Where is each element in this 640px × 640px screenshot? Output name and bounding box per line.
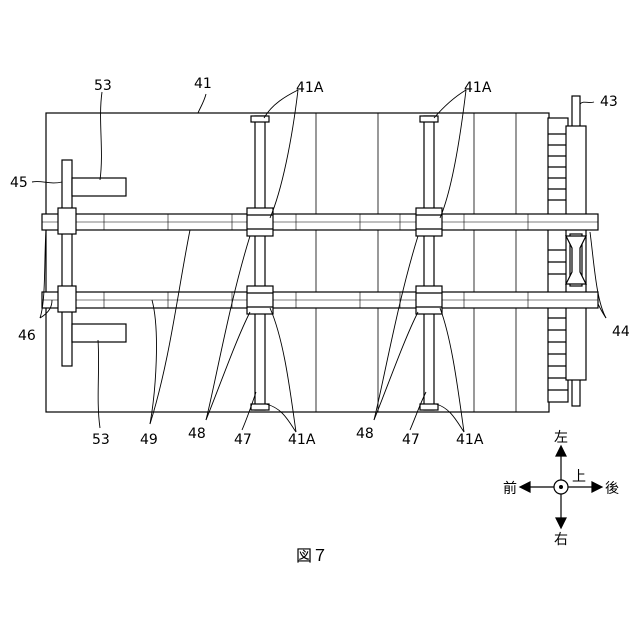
compass-up-label: 上 (572, 469, 586, 485)
figure-caption: 図７ (296, 546, 328, 565)
label-46: 46 (18, 328, 36, 344)
label-43: 43 (600, 94, 618, 110)
label-41A-top-right: 41A (464, 80, 492, 96)
bracket-53-bottom (72, 324, 126, 342)
label-41A-bottom-left: 41A (288, 432, 316, 448)
label-47-left: 47 (234, 432, 252, 448)
label-53-top: 53 (94, 78, 112, 94)
label-41A-bottom-right: 41A (456, 432, 484, 448)
frame-41 (46, 113, 549, 412)
ladder-structure (548, 118, 568, 402)
compass-left-label: 左 (554, 430, 568, 446)
compass-right-label: 右 (554, 532, 568, 548)
conveyor-chain-lower (42, 292, 598, 308)
compass-back-label: 後 (605, 481, 619, 497)
label-44: 44 (612, 324, 630, 340)
label-49: 49 (140, 432, 158, 448)
label-48-left: 48 (188, 426, 206, 442)
bracket-53-top (72, 178, 126, 196)
conveyor-chain-upper (42, 214, 598, 230)
label-41: 41 (194, 76, 212, 92)
label-53-bottom: 53 (92, 432, 110, 448)
label-41A-top-left: 41A (296, 80, 324, 96)
label-45: 45 (10, 175, 28, 191)
label-47-right: 47 (402, 432, 420, 448)
compass-front-label: 前 (503, 480, 517, 497)
label-48-right: 48 (356, 426, 374, 442)
drive-shaft-43 (566, 96, 586, 406)
orientation-compass: 左 上 後 前 右 (503, 430, 619, 548)
